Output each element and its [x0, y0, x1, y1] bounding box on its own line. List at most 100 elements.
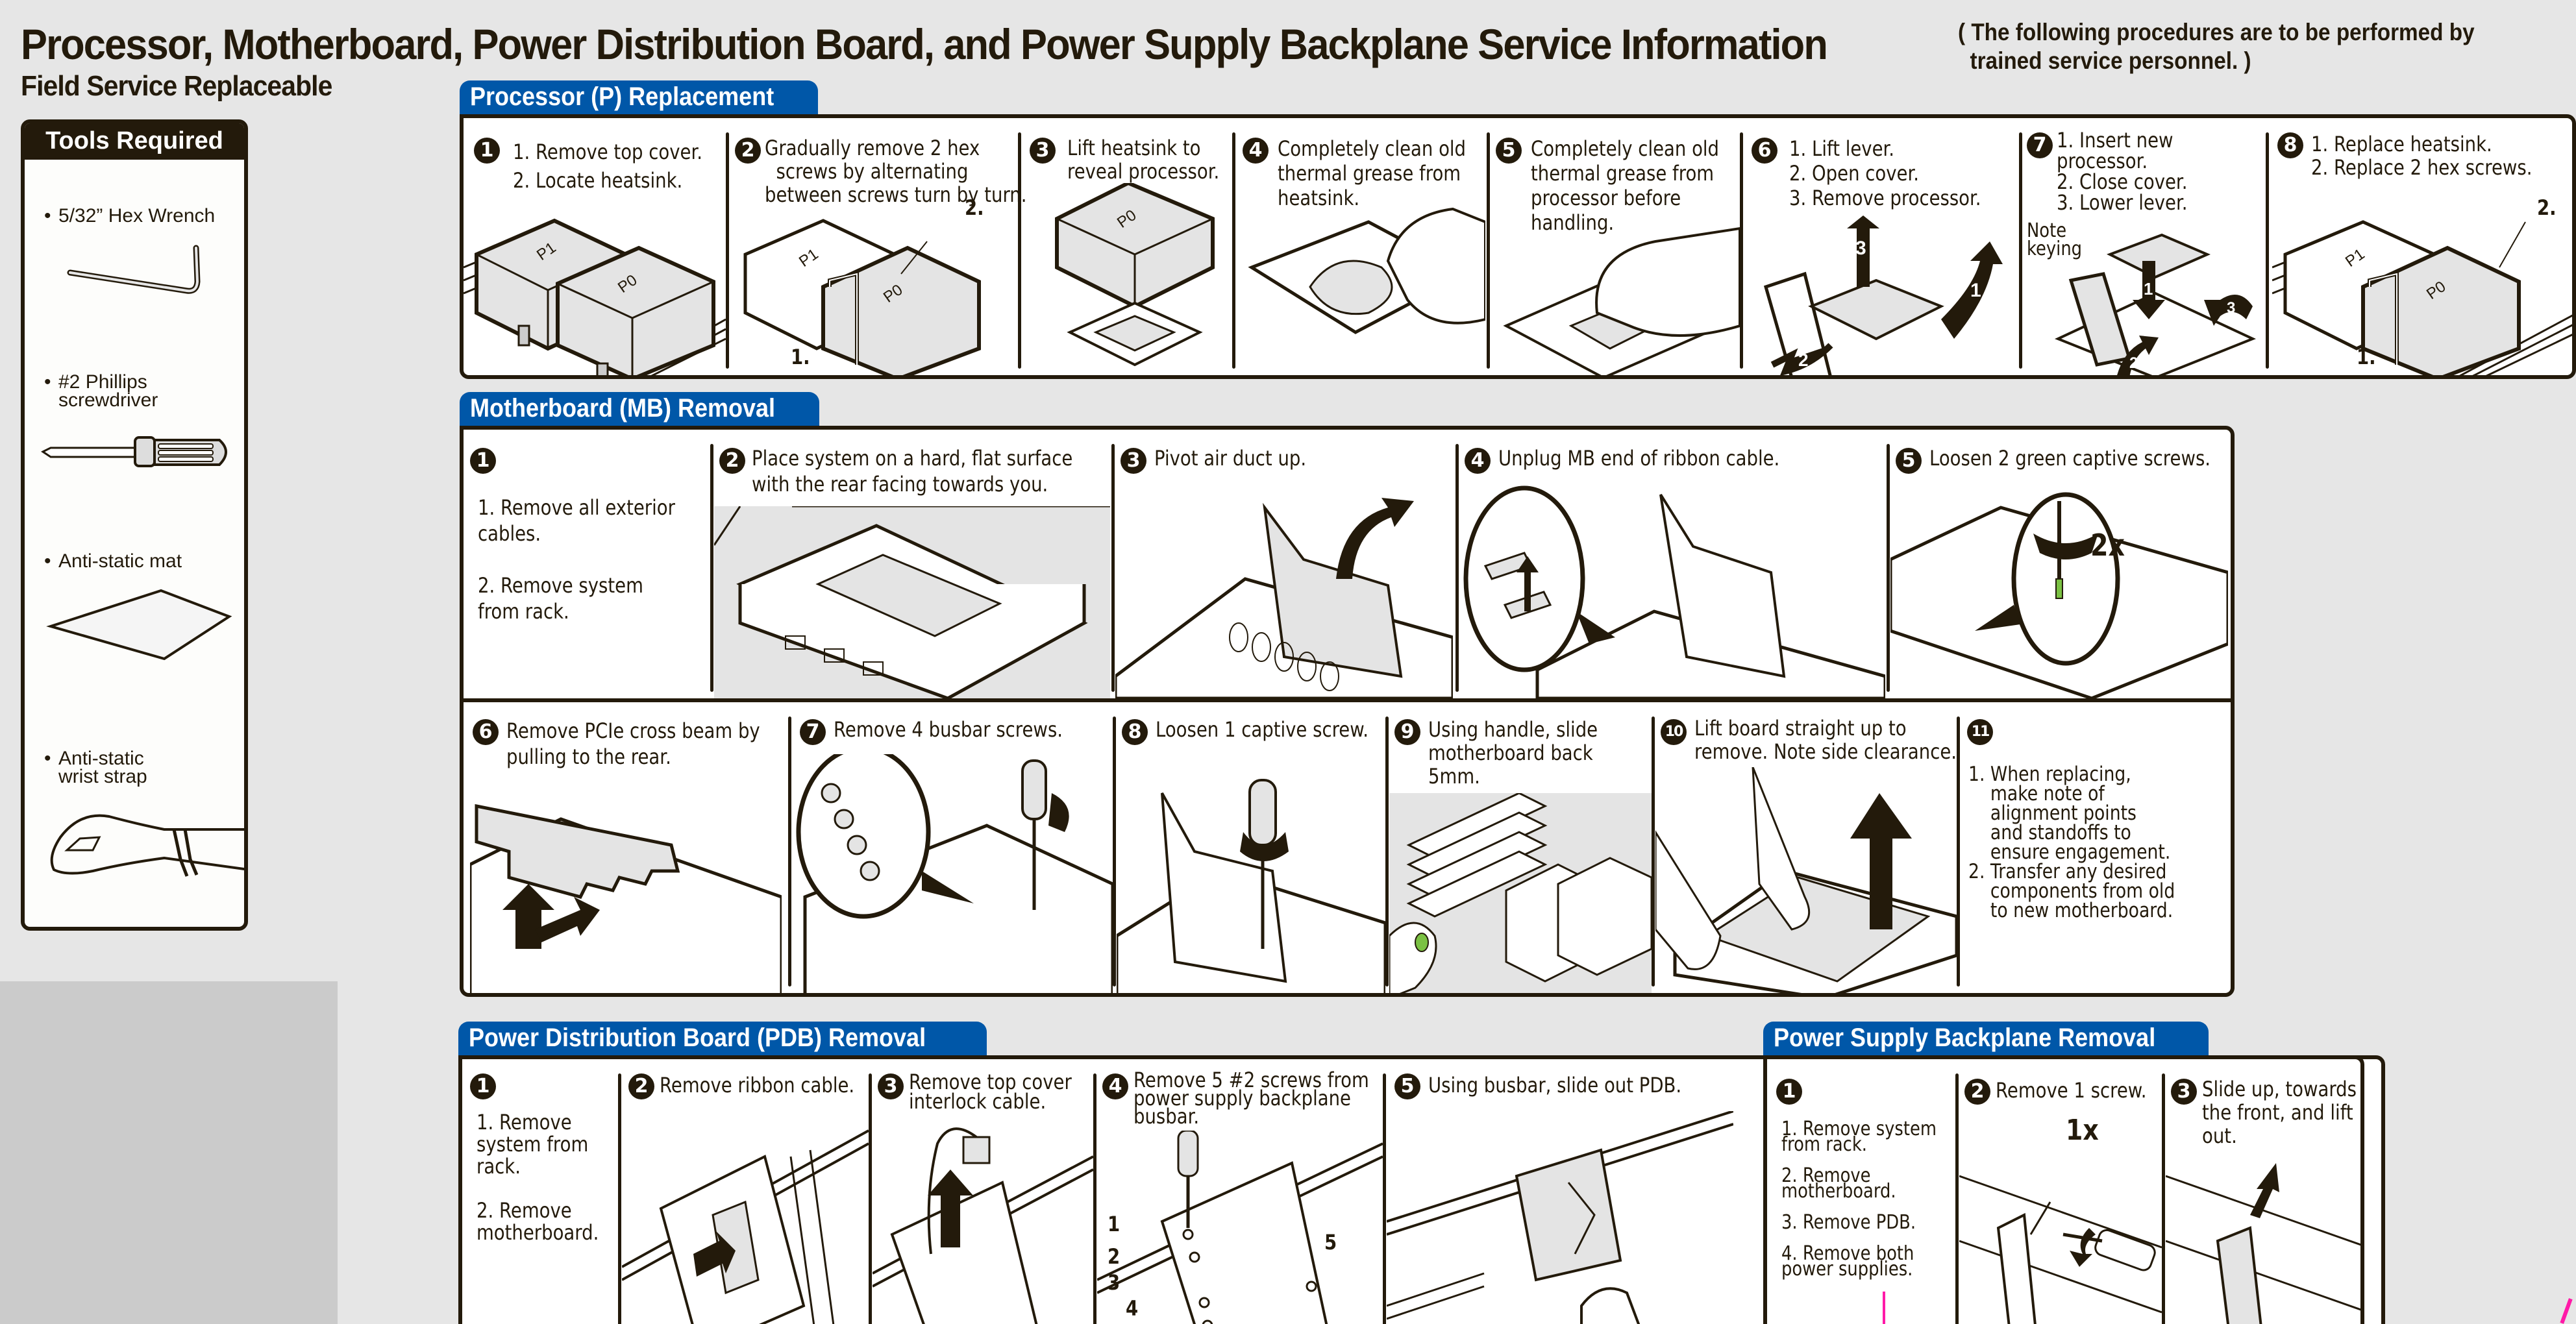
processor-step-4: 4 Completely clean old thermal grease fr… [1232, 118, 1487, 375]
step-instruction: Pivot air duct up. [1154, 446, 1307, 471]
tool-item: •5/32” Hex Wrench [44, 205, 216, 227]
step-number-badge: 5 [1394, 1073, 1420, 1099]
remove-interlock-cable-illustration [872, 1118, 1094, 1324]
step-number-badge: 6 [473, 719, 499, 745]
step-number-badge: 9 [1394, 719, 1420, 745]
lift-heatsink-illustration: P0 [1024, 180, 1232, 375]
callout-label: 1. [2357, 345, 2376, 369]
mb-step-11: 11 1. When replacing, make note of align… [1957, 702, 2231, 993]
page-subtitle: Field Service Replaceable [21, 70, 332, 102]
system-flat-surface-illustration [713, 505, 1110, 700]
motherboard-section: 1 1. Remove all exterior cables. 2. Remo… [460, 426, 2235, 997]
step-instruction: Using handle, slide motherboard back 5mm… [1428, 717, 1598, 789]
step-number-badge: 1 [470, 1073, 496, 1099]
step-number-badge: 3 [1030, 138, 1056, 164]
mb-step-6: 6 Remove PCIe cross beam by pulling to t… [464, 702, 788, 993]
step-instruction: Remove ribbon cable. [660, 1073, 855, 1097]
callout-label: 1 [1108, 1212, 1121, 1236]
annotation-marker [2560, 1298, 2573, 1324]
pdb-step-1: 1 1. Remove system from rack. 2. Remove … [462, 1059, 618, 1324]
step-instruction: Remove 1 screw. [1996, 1078, 2147, 1103]
step-instruction: Remove top cover interlock cable. [909, 1070, 1072, 1114]
step-number-badge: 7 [800, 719, 826, 745]
processor-step-6: 6 1. Lift lever. 2. Open cover. 3. Remov… [1740, 118, 2019, 375]
step-number-badge: 2 [719, 448, 745, 474]
step-instruction: Using busbar, slide out PDB. [1428, 1073, 1682, 1097]
slide-backplane-illustration [2165, 1163, 2360, 1324]
step-number-badge: 4 [1465, 448, 1491, 474]
hex-wrench-icon [67, 245, 201, 294]
psbp-step-3: 3 Slide up, towards the front, and lift … [2162, 1059, 2360, 1324]
step-number-badge: 10 [1661, 719, 1687, 745]
svg-text:2: 2 [1798, 350, 1809, 370]
remove-busbar-screws-illustration [792, 745, 1115, 993]
mat-icon [46, 589, 232, 661]
processor-step-1: 1 1. Remove top cover. 2. Locate heatsin… [464, 118, 726, 375]
step-number-badge: 8 [2277, 132, 2303, 158]
tool-item: •Anti-static wrist strap [44, 748, 147, 787]
screwdriver-icon [41, 436, 227, 467]
step-instruction: 1. Remove system from rack. 2. Remove mo… [477, 1110, 599, 1245]
step-number-badge: 1 [474, 138, 500, 164]
annotation-marker [1883, 1292, 1885, 1324]
personnel-notice: ( The following procedures are to be per… [1958, 19, 2475, 74]
slide-motherboard-illustration [1388, 792, 1653, 993]
svg-text:1: 1 [1970, 280, 1981, 301]
loosen-captive-screws-illustration [1889, 482, 2230, 700]
step-instruction: Loosen 2 green captive screws. [1929, 446, 2211, 471]
callout-label: 1x [2066, 1114, 2099, 1147]
section-tab-pdb: Power Distribution Board (PDB) Removal [458, 1022, 987, 1055]
step-number-badge: 4 [1243, 138, 1269, 164]
step-instruction: 1. Remove system from rack. 2. Remove mo… [1781, 1118, 1937, 1281]
step-instruction: Completely clean old thermal grease from… [1278, 136, 1467, 210]
step-number-badge: 2 [628, 1073, 654, 1099]
unplug-ribbon-cable-illustration [1459, 482, 1887, 700]
step-instruction: Slide up, towards the front, and lift ou… [2202, 1077, 2357, 1148]
step-number-badge: 2 [735, 138, 761, 164]
step-number-badge: 2 [1964, 1079, 1990, 1105]
step-number-badge: 1 [1776, 1079, 1802, 1105]
mb-step-3: 3 Pivot air duct up. [1111, 430, 1455, 700]
motherboard-row-1: 1 1. Remove all exterior cables. 2. Remo… [464, 430, 2231, 700]
svg-text:2: 2 [2129, 354, 2138, 372]
tools-required-title: Tools Required [25, 123, 244, 160]
step-instruction: 1. Insert new processor. 2. Close cover.… [2057, 128, 2188, 215]
tool-item: •Anti-static mat [44, 550, 182, 572]
mb-step-2: 2 Place system on a hard, flat surface w… [710, 430, 1111, 700]
mb-step-10: 10 Lift board straight up to remove. Not… [1652, 702, 1959, 993]
remove-screw-illustration [1959, 1163, 2162, 1324]
tool-label: Anti-static wrist strap [58, 748, 147, 787]
step-instruction: 1. When replacing, make note of alignmen… [1968, 763, 2175, 922]
tools-required-panel: Tools Required •5/32” Hex Wrench •#2 Phi… [21, 119, 248, 931]
mb-step-5: 5 Loosen 2 green captive screws. 2x [1887, 430, 2231, 700]
pdb-step-2: 2 Remove ribbon cable. [618, 1059, 869, 1324]
step-instruction: Place system on a hard, flat surface wit… [752, 446, 1073, 496]
step-instruction: Unplug MB end of ribbon cable. [1498, 446, 1780, 471]
callout-label: 2. [965, 195, 984, 220]
svg-text:3: 3 [2227, 299, 2235, 317]
step-number-badge: 3 [2171, 1079, 2197, 1105]
step-instruction: Remove 4 busbar screws. [834, 717, 1063, 742]
callout-label: 3 [1108, 1270, 1121, 1295]
psbp-section: 1 1. Remove system from rack. 2. Remove … [1763, 1055, 2364, 1324]
remove-busbar-screws-pdb-illustration [1096, 1129, 1383, 1324]
row-divider [464, 698, 2231, 702]
step-number-badge: 3 [1121, 448, 1146, 474]
tool-label: #2 Phillips screwdriver [58, 371, 158, 411]
processor-step-5: 5 Completely clean old thermal grease fr… [1487, 118, 1741, 375]
step-number-badge: 5 [1496, 138, 1522, 164]
step-instruction: Gradually remove 2 hex screws by alterna… [765, 136, 1027, 207]
clean-heatsink-illustration [1239, 202, 1487, 375]
callout-label: 1. [791, 345, 810, 369]
step-number-badge: 11 [1967, 719, 1993, 745]
tool-label: 5/32” Hex Wrench [58, 205, 216, 227]
tool-item: •#2 Phillips screwdriver [44, 371, 158, 411]
tool-label: Anti-static mat [58, 550, 182, 572]
step-number-badge: 7 [2027, 132, 2053, 158]
motherboard-row-2: 6 Remove PCIe cross beam by pulling to t… [464, 702, 2231, 993]
psbp-step-2: 2 Remove 1 screw. 1x [1955, 1059, 2162, 1324]
note-keying-label: Note keying [2027, 219, 2083, 260]
step-instruction: Lift board straight up to remove. Note s… [1694, 716, 1957, 764]
remove-processor-illustration: 3 1 2 [1746, 215, 2019, 375]
callout-label: 2x [2090, 528, 2125, 563]
